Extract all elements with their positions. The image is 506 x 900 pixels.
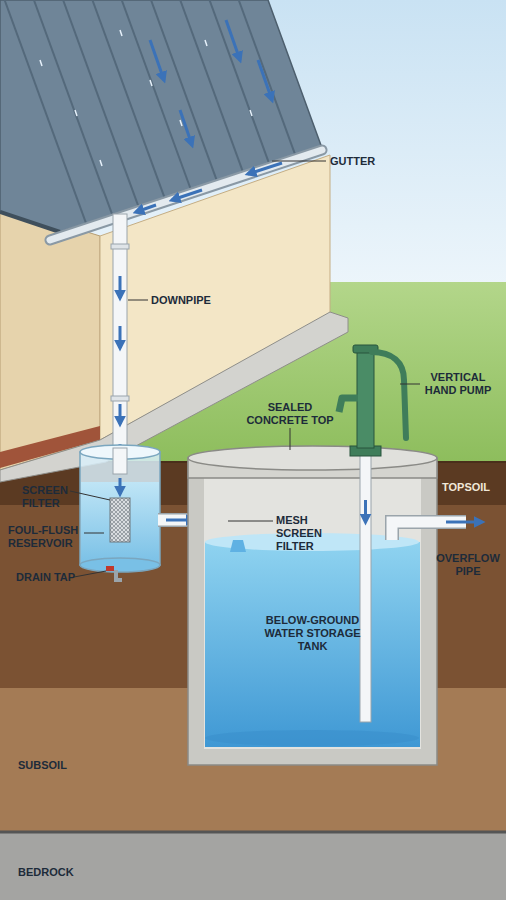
overflow-pipe-inner xyxy=(392,522,466,540)
callout-label: FOUL-FLUSH RESERVOIR xyxy=(8,524,88,550)
leader-line xyxy=(400,384,420,385)
bedrock-layer xyxy=(0,832,506,900)
gutter xyxy=(50,150,322,240)
rain-drop xyxy=(250,110,252,116)
flow-arrow xyxy=(119,478,122,494)
gutter-inner xyxy=(50,150,322,240)
leader-line xyxy=(228,521,273,522)
flow-arrow xyxy=(258,60,272,100)
rain-drop xyxy=(205,40,207,46)
downpipe-inlet xyxy=(113,448,127,474)
leader-line xyxy=(74,571,106,577)
flow-arrow xyxy=(180,110,192,145)
flow-arrow xyxy=(248,163,282,174)
flow-arrow xyxy=(226,20,240,60)
tank-floor xyxy=(205,730,419,746)
callout-label: OVERFLOW PIPE xyxy=(432,552,504,578)
rain-drop xyxy=(100,160,102,166)
bedrock-boundary xyxy=(0,831,506,834)
roof-rib xyxy=(180,0,243,173)
flow-arrow xyxy=(446,521,482,524)
leader-line xyxy=(290,428,291,450)
metal-roof xyxy=(0,0,322,232)
callout-label: DRAIN TAP xyxy=(16,571,96,584)
callout-label: MESH SCREEN FILTER xyxy=(276,514,330,553)
reservoir-bottom xyxy=(80,558,160,572)
leader-line xyxy=(84,533,104,534)
tank-wall xyxy=(188,462,437,765)
roof-rib xyxy=(122,0,191,190)
downpipe xyxy=(113,214,127,472)
bedrock-band: BEDROCK xyxy=(0,832,506,900)
rain-drop xyxy=(40,60,42,66)
flow-arrow xyxy=(150,40,164,80)
screen-filter xyxy=(110,498,130,542)
pump-column xyxy=(357,352,374,448)
roof-rib xyxy=(151,0,217,182)
flow-arrow xyxy=(364,500,367,522)
callout-label: DOWNPIPE xyxy=(151,294,231,307)
flow-arrow xyxy=(172,190,202,200)
callout-label: GUTTER xyxy=(330,155,400,168)
rain-drop xyxy=(180,120,182,126)
node-text: BEDROCK xyxy=(18,866,108,879)
sealed-concrete-top-face xyxy=(188,446,437,470)
leader-line xyxy=(128,300,148,301)
flow-arrow xyxy=(119,404,122,424)
pump-spout xyxy=(339,398,358,412)
tap-handle xyxy=(106,566,114,571)
callout-label: VERTICAL HAND PUMP xyxy=(420,371,496,397)
tank-water xyxy=(205,542,420,747)
node-text: SUBSOIL xyxy=(18,759,108,772)
roof-rib xyxy=(210,0,270,165)
reservoir-water xyxy=(81,482,159,565)
flow-arrow xyxy=(119,276,122,298)
node-text: TOPSOIL xyxy=(442,481,506,494)
roof-rib xyxy=(239,0,296,156)
leader-line xyxy=(272,161,326,162)
roof-rib xyxy=(92,0,164,198)
rain-drop xyxy=(120,30,122,36)
callout-label: SCREEN FILTER xyxy=(22,484,77,510)
pipe-collar xyxy=(111,244,129,249)
topsoil-band: TOPSOIL xyxy=(0,462,506,505)
overflow-pipe xyxy=(392,522,466,540)
rain-drop xyxy=(150,80,152,86)
leader-line xyxy=(70,491,110,500)
drain-tap xyxy=(116,570,122,580)
water-stream xyxy=(230,540,246,552)
roof-rib xyxy=(34,0,113,215)
pump-riser-pipe xyxy=(360,452,371,722)
roof-fascia xyxy=(0,212,60,232)
roof-rib xyxy=(63,0,139,207)
callout-label: SEALED CONCRETE TOP xyxy=(240,401,340,427)
storage-tank: BELOW-GROUND WATER STORAGE TANK xyxy=(188,462,437,765)
rain-drop xyxy=(75,110,77,116)
subsoil-band: SUBSOIL xyxy=(0,688,506,832)
node-text: BELOW-GROUND WATER STORAGE TANK xyxy=(257,614,368,653)
flow-arrow xyxy=(119,326,122,348)
flow-arrow xyxy=(136,205,156,212)
pipe-collar xyxy=(111,396,129,401)
pump-handle xyxy=(372,352,406,438)
